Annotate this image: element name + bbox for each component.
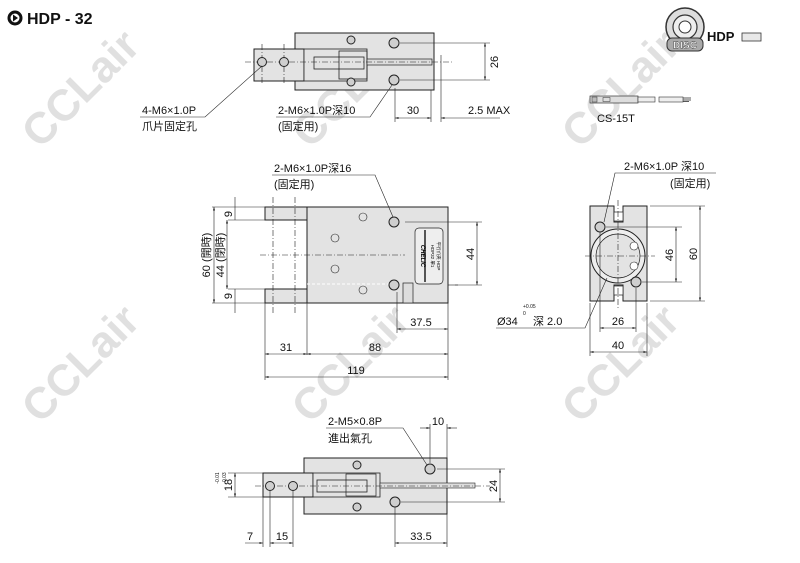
watermark: CCLair [12, 295, 149, 432]
dim-15: 15 [276, 531, 288, 543]
tol-upper: -0.01 [215, 472, 221, 484]
dim-88: 88 [369, 342, 381, 354]
note-air-ports: 2-M5×0.8P [328, 416, 382, 428]
dim-9-bottom: 9 [223, 293, 235, 299]
bullet-icon [7, 10, 23, 26]
bottom-view: 18 -0.01 -0.03 24 10 7 15 33.5 2-M5×0.8P… [215, 416, 505, 547]
model-checkbox [741, 32, 762, 42]
name-plate [414, 227, 444, 285]
title: HDP - 32 [7, 10, 93, 28]
dim-44: 44 [465, 248, 477, 260]
note-mount-holes-desc: (固定用) [670, 176, 710, 190]
dim-33-5: 33.5 [410, 531, 431, 543]
dim-46: 46 [664, 249, 676, 261]
disc-logo: DISC HDP [665, 7, 762, 52]
dim-37-5: 37.5 [410, 317, 431, 329]
dim-10: 10 [432, 416, 444, 428]
logo-text: DISC [673, 41, 697, 52]
dim-60-open: 60 (開時) [200, 233, 213, 278]
dim-26: 26 [612, 316, 624, 328]
sensor-cs15t: CS-15T [589, 95, 691, 125]
note-mount-holes: 2-M6×1.0P深10 [278, 104, 355, 117]
dim-18: 18 [223, 479, 235, 491]
dim-24: 24 [488, 480, 500, 492]
tol-lower: -0.03 [222, 472, 228, 484]
bore-tol-upper: +0.05 [523, 304, 536, 310]
note-jaw-holes-desc: 爪片固定孔 [142, 119, 197, 133]
dim-7: 7 [247, 531, 253, 543]
side-view: 46 60 26 40 2-M6×1.0P 深10 (固定用) Ø34 +0.0… [496, 160, 716, 356]
dim-40: 40 [612, 340, 624, 352]
plate-brand: CHELIC [419, 245, 425, 268]
top-view: 26 30 2.5 MAX 4-M6×1.0P 爪片固定孔 2-M6×1.0P深… [140, 32, 511, 133]
dim-60: 60 [688, 248, 700, 260]
page-title: HDP - 32 [27, 11, 93, 28]
watermark: CCLair [12, 20, 149, 157]
note-air-ports-desc: 進出氣孔 [328, 431, 372, 445]
dim-30: 30 [407, 105, 419, 117]
sensor-label: CS-15T [597, 113, 635, 125]
bore-tol-lower: 0 [523, 311, 526, 317]
plate-line2: 平行爪夾 HDP [435, 242, 442, 271]
dim-44-closed: 44 (閉時) [214, 233, 227, 278]
note-mount-holes-desc: (固定用) [274, 177, 314, 191]
model-label: HDP [707, 29, 735, 44]
note-mount-holes-desc: (固定用) [278, 119, 318, 133]
bore-depth: 深 2.0 [533, 315, 562, 328]
front-view: CHELIC HDP32 單1 平行爪夾 HDP 60 (開時) 44 (閉時)… [200, 162, 482, 380]
watermark: CCLair [282, 295, 419, 432]
dim-stroke: 2.5 MAX [468, 105, 511, 117]
dim-9-top: 9 [223, 211, 235, 217]
note-mount-holes: 2-M6×1.0P 深10 [624, 160, 704, 173]
bore-label: Ø34 [497, 316, 518, 328]
dim-31: 31 [280, 342, 292, 354]
note-jaw-holes: 4-M6×1.0P [142, 105, 196, 117]
note-mount-holes: 2-M6×1.0P深16 [274, 162, 351, 175]
plate-line1: HDP32 單1 [430, 245, 435, 268]
dim-119: 119 [347, 365, 365, 377]
dim-26: 26 [489, 56, 501, 68]
